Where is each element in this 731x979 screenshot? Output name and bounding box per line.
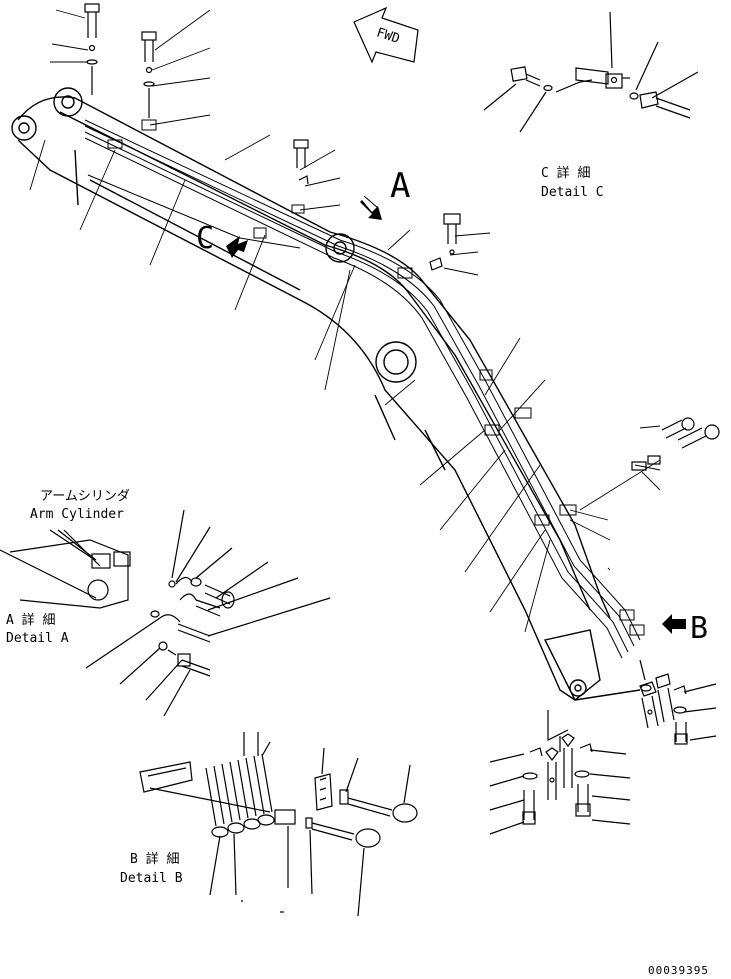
detail-b-en: Detail B [120,871,183,886]
drawing-number: 00039395 [648,964,709,977]
callout-a: A [360,166,410,220]
detail-c [483,11,699,133]
boom-body [11,87,641,702]
arm-cylinder-jp: アームシリンダ [40,489,130,504]
callout-b: B [662,611,708,646]
callout-b-label: B [690,611,708,646]
detail-c-jp: C 詳 細 [541,165,590,181]
detail-a [0,509,331,717]
arm-cylinder-en: Arm Cylinder [30,507,124,522]
right-bolt-cluster [631,417,720,471]
lower-middle-parts [305,747,418,917]
fwd-label: FWD [374,25,401,47]
detail-b [139,732,296,913]
hydraulic-pipes [84,119,645,659]
detail-b-jp: B 詳 細 [130,851,179,867]
detail-a-en: Detail A [6,631,69,646]
fwd-arrow: FWD [353,6,419,64]
detail-a-jp: A 詳 細 [6,612,55,628]
callout-c: C [196,221,248,258]
top-left-bolts [84,3,461,271]
callout-a-label: A [390,166,410,206]
leader-lines [29,9,661,633]
lower-right-bolts [489,659,717,835]
detail-c-en: Detail C [541,185,604,200]
callout-c-label: C [196,221,214,256]
